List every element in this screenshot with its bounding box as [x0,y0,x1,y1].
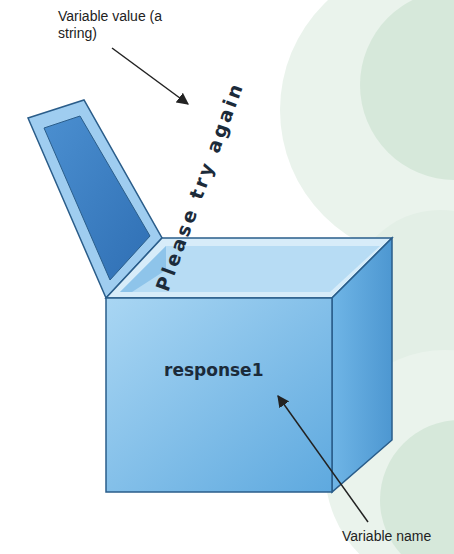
box-lid-panel [44,116,150,280]
leader-arrow [278,396,368,522]
variable-name-text: response1 [164,360,263,380]
annotation-label: Variable value (a string) [58,8,168,42]
leader-arrow [112,48,188,104]
box-front [106,298,332,492]
variable-box: response1 [106,298,332,492]
background-circle [360,0,454,180]
box-side [332,238,392,492]
annotation-label: Variable name [342,528,454,545]
